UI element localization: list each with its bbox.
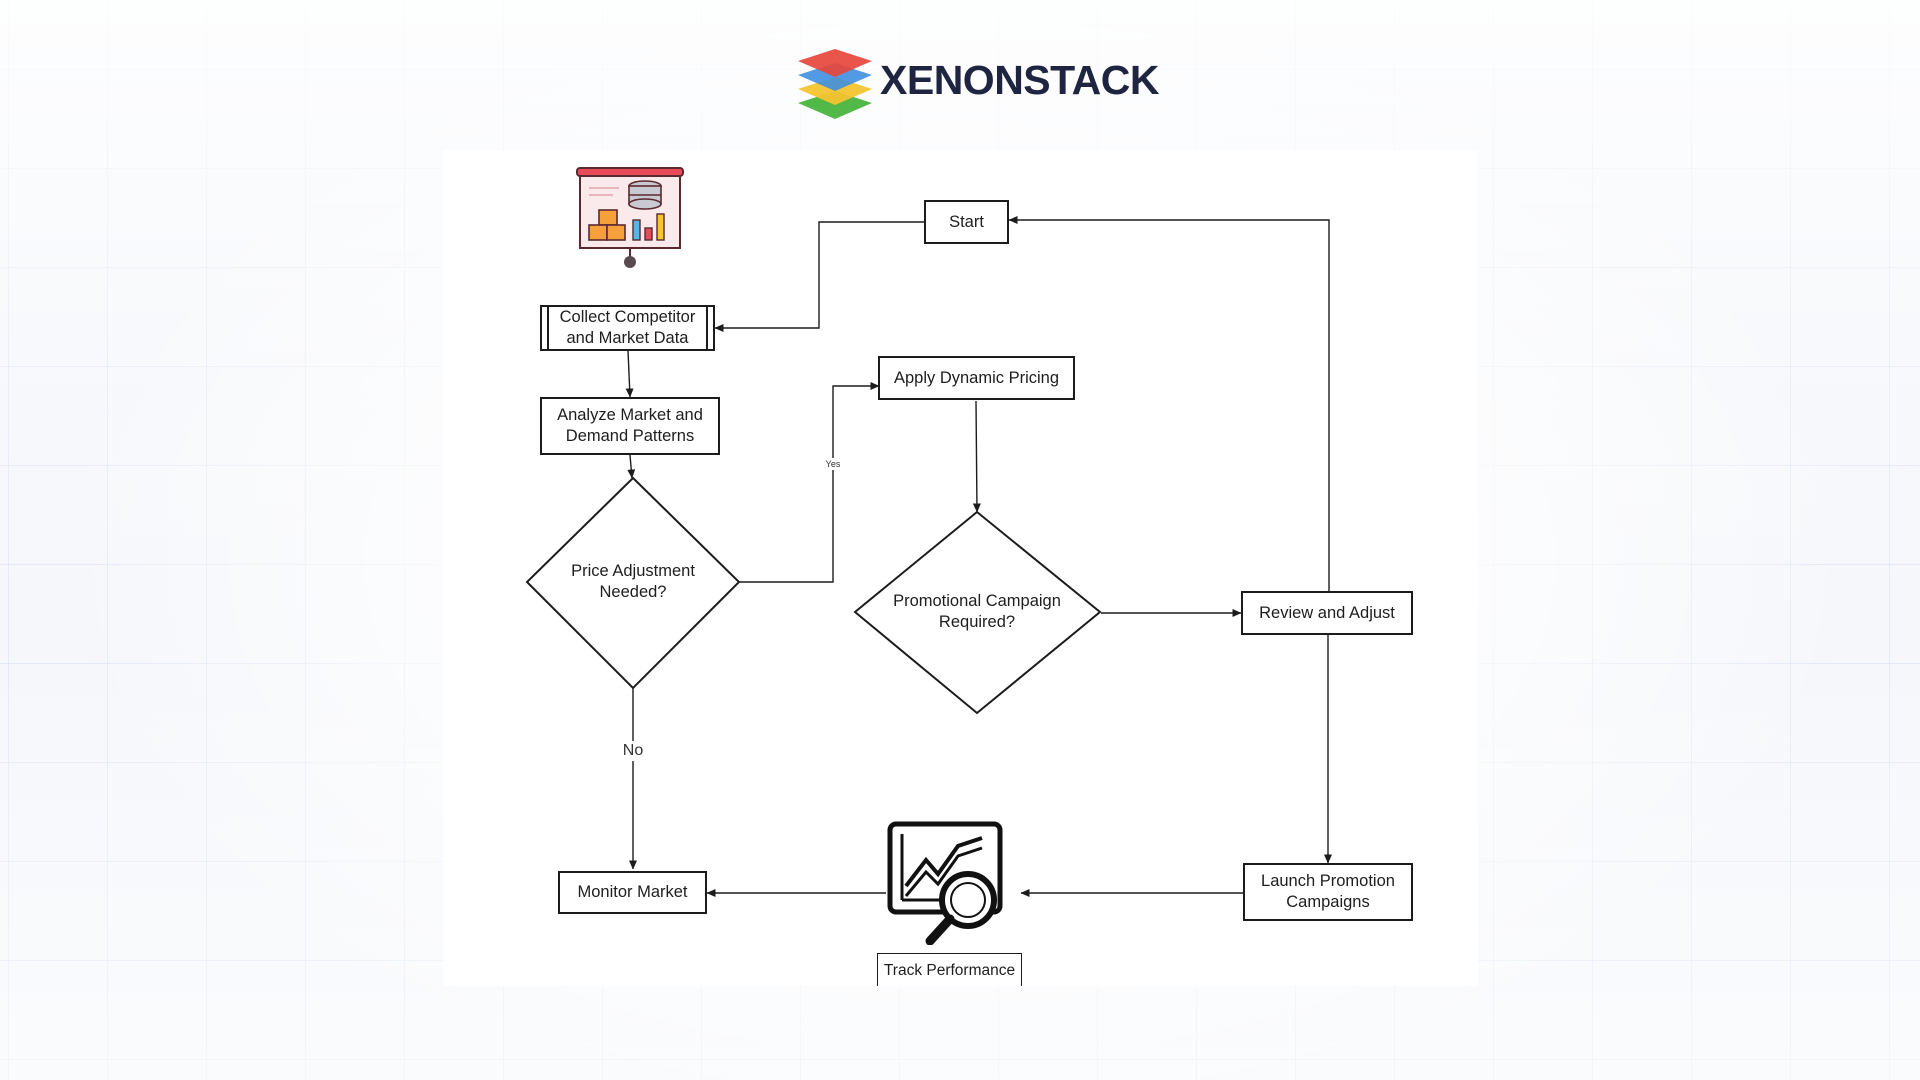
edge-apply-to-promo-decision — [972, 400, 981, 513]
monitor-market-node: Monitor Market — [558, 871, 707, 914]
analytics-dashboard-icon — [576, 167, 684, 268]
flowchart-edges — [525, 216, 1332, 897]
brand-name: XENONSTACK — [880, 56, 1159, 103]
collect-data-node: Collect Competitor and Market Data — [540, 305, 715, 351]
review-adjust-node-label: Review and Adjust — [1259, 603, 1395, 622]
price-decision-shape — [525, 476, 741, 690]
edge-analyze-to-price-decision — [627, 454, 636, 479]
xenonstack-logo-icon — [798, 49, 872, 119]
promo-decision-shape — [853, 510, 1102, 715]
price-decision-label: Price Adjustment Needed? — [571, 562, 695, 601]
edge-start-to-collect — [714, 221, 924, 332]
track-performance-node: Track Performance — [877, 953, 1022, 986]
start-node: Start — [924, 200, 1009, 244]
analyze-market-node: Analyze Market and Demand Patterns — [540, 397, 720, 455]
brand-logo: XENONSTACK — [796, 38, 1176, 122]
start-node-label: Start — [949, 212, 984, 231]
apply-dynamic-pricing-node-label: Apply Dynamic Pricing — [893, 368, 1060, 387]
launch-promotion-node-label: Launch Promotion Campaigns — [1261, 872, 1395, 911]
track-performance-node-label: Track Performance — [883, 961, 1016, 979]
edge-collect-to-analyze — [625, 349, 634, 398]
edge-price-to-apply-yes — [739, 382, 880, 583]
edge-label-no: No — [618, 741, 648, 761]
promo-decision-label: Promotional Campaign Required? — [893, 592, 1061, 631]
review-adjust-node: Review and Adjust — [1241, 591, 1413, 635]
performance-analytics-icon — [887, 821, 1003, 945]
flowchart-canvas: Start Collect Competitor and Market Data… — [443, 150, 1478, 986]
analyze-market-node-label: Analyze Market and Demand Patterns — [557, 406, 703, 445]
edge-label-yes: Yes — [821, 458, 845, 470]
launch-promotion-node: Launch Promotion Campaigns — [1243, 863, 1413, 921]
monitor-market-node-label: Monitor Market — [577, 883, 688, 901]
edge-review-to-start — [1008, 216, 1330, 592]
collect-data-node-label: Collect Competitor and Market Data — [559, 308, 696, 347]
apply-dynamic-pricing-node: Apply Dynamic Pricing — [878, 356, 1075, 400]
